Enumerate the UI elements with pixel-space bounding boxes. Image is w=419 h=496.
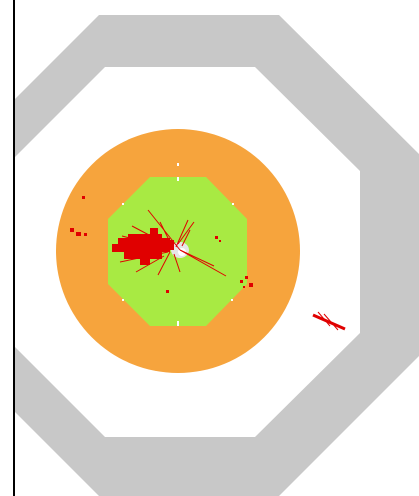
hit-block: [124, 252, 162, 259]
hit: [243, 286, 245, 288]
tick-mark: [177, 177, 179, 181]
isolated-track-segment: [312, 311, 346, 331]
hit-block: [112, 244, 122, 252]
hit: [84, 233, 87, 236]
tick-mark: [122, 299, 124, 301]
core-tick-marks: [122, 163, 234, 326]
hit: [245, 276, 248, 279]
track-cluster-core: [112, 228, 174, 265]
track: [173, 253, 181, 273]
track: [317, 311, 331, 327]
hit-block: [128, 234, 162, 240]
left-edge-line: [13, 0, 15, 496]
outer-octagon-ring: [14, 15, 419, 496]
hit: [249, 283, 253, 287]
track: [312, 313, 346, 331]
track: [157, 251, 171, 276]
hit-block: [156, 240, 174, 250]
track: [179, 249, 215, 267]
tick-mark: [231, 299, 233, 301]
hit: [215, 236, 218, 239]
tick-mark: [177, 321, 179, 326]
hit-block: [140, 259, 150, 265]
track: [179, 249, 227, 277]
track: [181, 229, 191, 247]
hit: [219, 240, 221, 242]
track: [175, 219, 189, 248]
scattered-hits: [70, 196, 253, 293]
hit: [240, 280, 243, 283]
track: [177, 221, 195, 245]
hit: [70, 228, 74, 232]
tick-mark: [232, 203, 234, 205]
track: [323, 313, 339, 331]
tick-mark: [122, 203, 124, 205]
hit: [82, 196, 85, 199]
tick-mark: [177, 163, 179, 166]
hit-block: [150, 228, 158, 236]
hit: [166, 290, 169, 293]
hit: [76, 232, 81, 236]
